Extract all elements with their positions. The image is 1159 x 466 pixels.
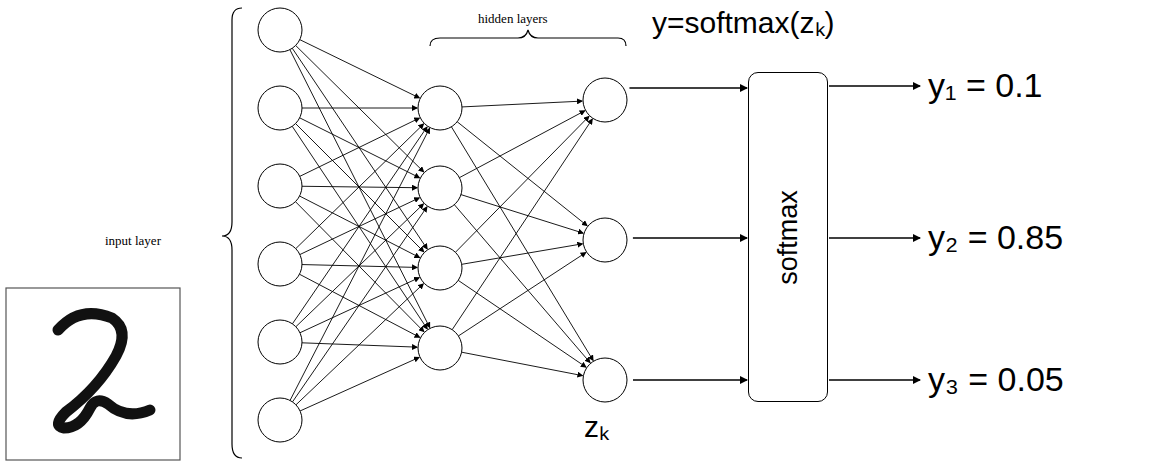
network-lines bbox=[258, 8, 920, 442]
weight-line bbox=[458, 253, 585, 336]
hidden-neuron bbox=[583, 78, 627, 122]
hidden-neuron bbox=[418, 326, 462, 370]
weight-line bbox=[300, 118, 420, 178]
weight-line bbox=[455, 116, 588, 252]
output-value: y₂ = 0.85 bbox=[928, 219, 1063, 256]
weight-line bbox=[292, 126, 427, 329]
weight-line bbox=[296, 45, 424, 171]
weight-line bbox=[451, 127, 593, 361]
input-arrow bbox=[633, 237, 747, 239]
hidden-neuron bbox=[583, 358, 627, 402]
weight-line bbox=[296, 124, 424, 252]
input-neuron bbox=[258, 398, 302, 442]
weight-line bbox=[302, 108, 417, 109]
layer-label: input layer bbox=[105, 234, 161, 248]
output-arrow bbox=[829, 379, 920, 381]
hidden-neuron bbox=[583, 218, 627, 262]
weight-line bbox=[452, 119, 592, 330]
weight-line bbox=[459, 111, 584, 178]
output-value: y₁ = 0.1 bbox=[928, 67, 1042, 104]
box-label: softmax bbox=[773, 190, 804, 285]
weight-line bbox=[462, 244, 583, 264]
input-neuron bbox=[258, 242, 302, 286]
layer-label: hidden layers bbox=[478, 12, 548, 26]
weight-line bbox=[300, 357, 419, 411]
hidden-brace bbox=[430, 30, 626, 46]
formula-label: y=softmax(zₖ) bbox=[652, 6, 835, 39]
output-value: y₃ = 0.05 bbox=[928, 361, 1064, 398]
weight-line bbox=[292, 127, 427, 324]
input-neuron bbox=[258, 8, 302, 52]
weight-line bbox=[296, 124, 424, 249]
output-arrow bbox=[829, 237, 920, 239]
input-neuron bbox=[258, 320, 302, 364]
weight-line bbox=[295, 202, 423, 332]
output-arrow bbox=[829, 85, 920, 87]
hidden-neuron bbox=[418, 86, 462, 130]
input-arrow bbox=[633, 379, 747, 381]
weight-line bbox=[462, 352, 583, 375]
weight-line bbox=[300, 118, 420, 176]
softmax-box: softmax bbox=[748, 72, 828, 402]
input-neuron bbox=[258, 86, 302, 130]
input-neuron bbox=[258, 164, 302, 208]
weight-line bbox=[462, 101, 582, 107]
weight-line bbox=[300, 40, 420, 98]
weight-line bbox=[290, 128, 429, 400]
hidden-neuron bbox=[418, 166, 462, 210]
digit-image bbox=[6, 288, 180, 460]
weight-line bbox=[457, 122, 587, 226]
weight-line bbox=[296, 284, 423, 405]
input-bracket bbox=[222, 8, 242, 458]
hidden-neuron bbox=[418, 246, 462, 290]
input-arrow bbox=[629, 87, 747, 89]
weight-line bbox=[461, 195, 583, 233]
weight-line bbox=[290, 50, 430, 328]
logit-label: zₖ bbox=[584, 410, 609, 443]
weight-line bbox=[454, 205, 590, 363]
weight-line bbox=[292, 207, 426, 402]
